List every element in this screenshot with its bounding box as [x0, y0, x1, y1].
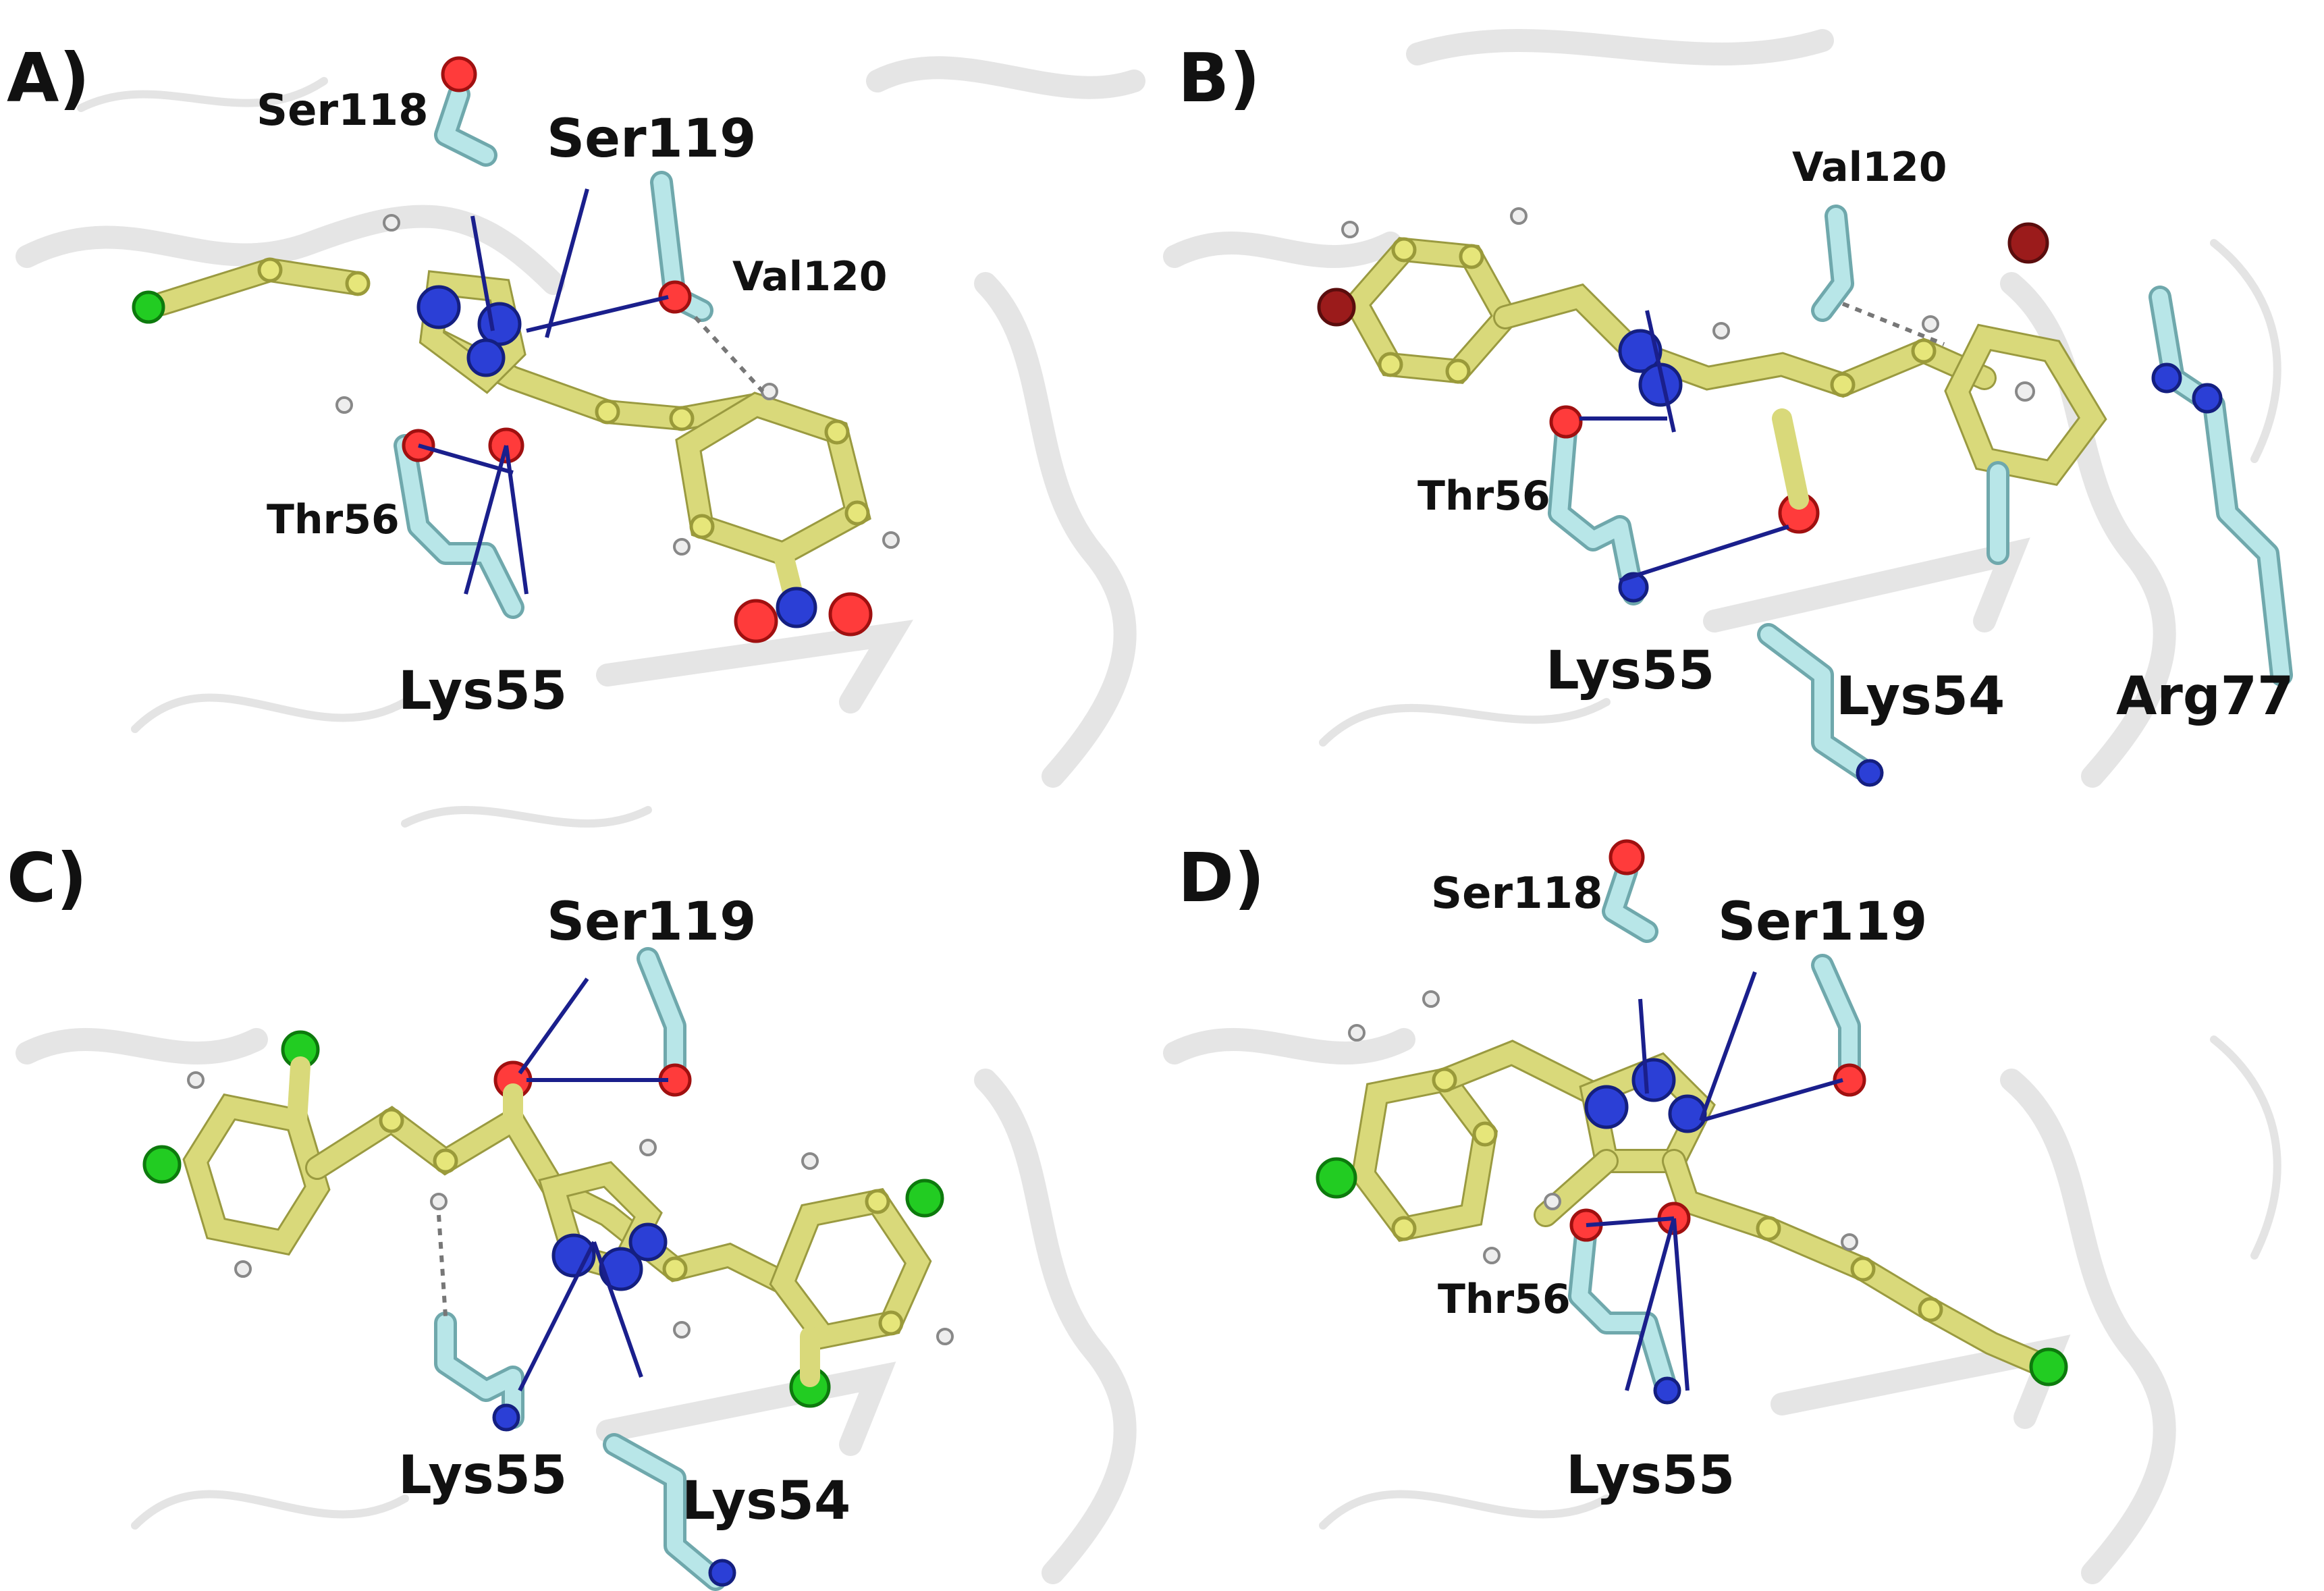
label-c-ser119: Ser119 [547, 892, 756, 952]
label-val120: Val120 [732, 253, 887, 300]
panel-b-molecule [1317, 207, 2107, 534]
panel-d-interactions [1586, 971, 1843, 1391]
panel-c: C) Ser119 Lys55 Lys54 [7, 806, 1137, 1591]
label-thr56: Thr56 [267, 496, 400, 543]
label-b-lys55: Lys55 [1546, 641, 1714, 701]
panel-d-protein-cartoon [1163, 1028, 2281, 1584]
label-d-ser119: Ser119 [1718, 892, 1927, 952]
panel-b-protein-cartoon [1163, 29, 2281, 788]
label-d-ser118: Ser118 [1431, 869, 1603, 919]
label-b-lys54: Lys54 [1836, 666, 2005, 727]
label-c-lys55: Lys55 [398, 1445, 567, 1506]
panel-c-residues [434, 947, 736, 1591]
label-d-thr56: Thr56 [1438, 1276, 1571, 1323]
label-ser119: Ser119 [547, 109, 756, 169]
panel-c-interactions [437, 977, 668, 1392]
panel-a: A) Ser118 Ser119 Val120 Thr56 Lys55 [7, 38, 1145, 788]
panel-c-molecule [142, 1030, 954, 1408]
panel-a-protein-cartoon [16, 56, 1145, 788]
panel-d-molecule [1316, 990, 2068, 1386]
label-b-thr56: Thr56 [1417, 473, 1550, 520]
label-b-val120: Val120 [1792, 144, 1947, 191]
label-ser118: Ser118 [256, 86, 429, 136]
panel-a-residues [394, 56, 713, 619]
panel-a-interactions [418, 188, 765, 595]
panel-d: D) Ser118 Ser119 Thr56 Lys55 [1163, 838, 2281, 1584]
panel-b-residues [1548, 205, 2293, 787]
label-lys55: Lys55 [398, 661, 567, 722]
label-c-lys54: Lys54 [682, 1471, 850, 1532]
label-d-lys55: Lys55 [1566, 1445, 1735, 1506]
panel-a-letter: A) [7, 38, 90, 117]
panel-b-letter: B) [1178, 38, 1260, 117]
panel-d-letter: D) [1178, 838, 1265, 917]
panel-b-interactions [1579, 302, 1945, 583]
panel-c-protein-cartoon [16, 806, 1137, 1584]
panel-b: B) Val120 Thr56 Lys55 Lys54 Arg77 [1163, 29, 2294, 788]
label-b-arg77: Arg77 [2116, 666, 2294, 727]
panel-c-letter: C) [7, 838, 87, 917]
